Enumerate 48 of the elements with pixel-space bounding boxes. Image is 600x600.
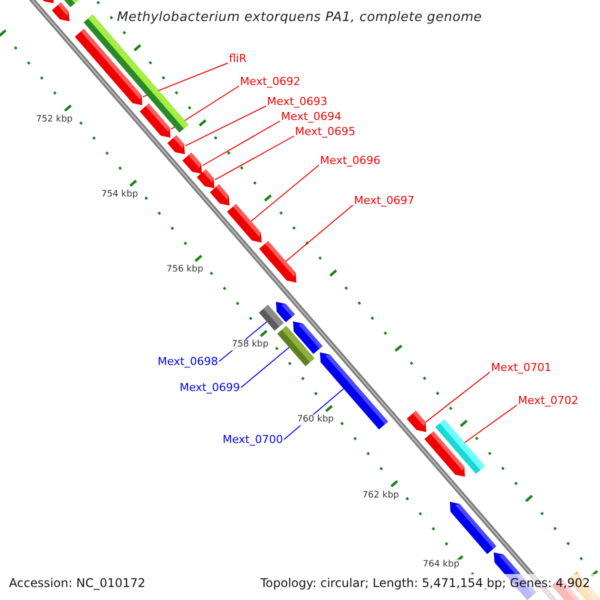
gene-label: Mext_0702 <box>518 394 578 407</box>
scale-label: 754 kbp <box>100 190 139 200</box>
gene-label: Mext_0697 <box>354 194 414 207</box>
gene-feature <box>450 502 496 554</box>
gene-feature <box>227 204 262 243</box>
gene-feature <box>210 184 230 206</box>
gene-feature <box>276 302 295 322</box>
scale-label: 758 kbp <box>230 340 270 351</box>
leader-line <box>185 106 266 146</box>
gene-label: Mext_0700 <box>222 433 283 446</box>
gene-feature <box>52 2 70 22</box>
scale-label: 756 kbp <box>166 264 204 276</box>
gene-label: Mext_0698 <box>158 355 218 368</box>
gene-label: Mext_0699 <box>180 381 240 394</box>
leader-line <box>425 372 490 423</box>
gene-feature <box>259 241 296 283</box>
gene-block <box>64 0 79 8</box>
gene-feature <box>42 0 54 4</box>
gene-feature <box>293 321 322 354</box>
leader-line <box>214 136 294 180</box>
genome-summary-text: Topology: circular; Length: 5,471,154 bp; Genes: 4,902 <box>260 576 590 590</box>
gene-feature <box>406 410 426 432</box>
gene-label: Mext_0694 <box>281 110 342 123</box>
gene-label: fliR <box>229 52 247 65</box>
gene-feature <box>320 352 388 430</box>
leader-line <box>464 404 518 444</box>
scale-label: 764 kbp <box>422 560 460 571</box>
leader-line <box>250 164 320 222</box>
accession-text: Accession: NC_010172 <box>9 576 146 590</box>
title: Methylobacterium extorquens PA1, complete genome <box>117 10 482 25</box>
gene-feature <box>182 152 202 174</box>
gene-label: Mext_0701 <box>491 361 552 374</box>
gene-feature <box>196 169 214 188</box>
gene-label: Mext_0696 <box>320 154 380 167</box>
gene-feature <box>74 28 142 106</box>
scale-label: 762 kbp <box>361 490 400 501</box>
scale-label: 760 kbp <box>296 414 335 426</box>
gene-label: Mext_0695 <box>295 125 356 138</box>
gene-feature <box>140 104 170 138</box>
scale-label: 752 kbp <box>34 114 74 126</box>
gene-feature <box>167 135 185 154</box>
gene-label: Mext_0693 <box>267 95 328 108</box>
leader-line <box>202 120 280 166</box>
gene-feature <box>424 431 465 477</box>
gene-label: Mext_0692 <box>240 75 300 88</box>
leader-line <box>142 62 228 98</box>
leader-line <box>285 204 354 262</box>
leader-line <box>240 346 290 388</box>
